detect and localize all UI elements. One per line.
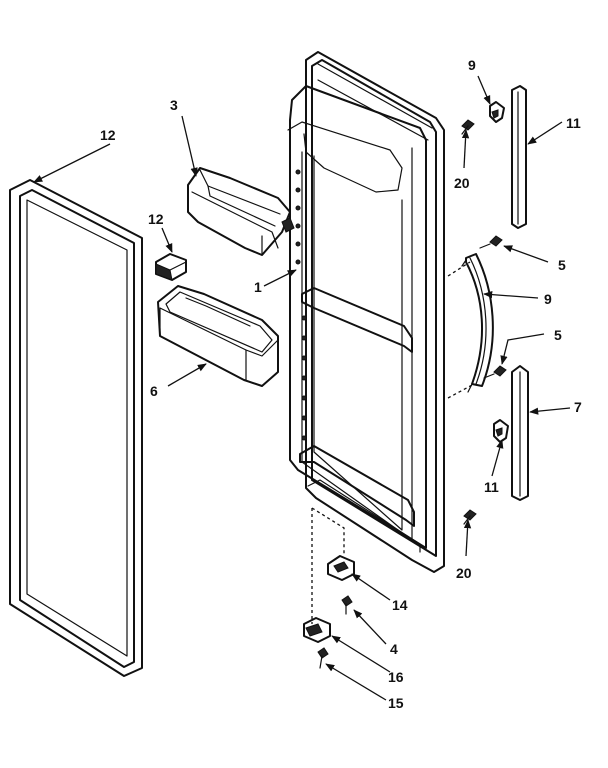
callout-8: 12 [100,127,116,143]
callout-3: 3 [170,97,178,113]
callout-5-lower: 5 [554,327,562,343]
dairy-door [187,167,291,256]
callout-20-lower: 20 [456,565,472,581]
handle-screw-lower [483,365,507,379]
callout-1: 1 [254,279,262,295]
callouts: 12 3 12 6 1 9 11 20 5 9 5 7 11 20 14 4 1… [100,57,582,711]
lower-stop [493,419,509,443]
screw-lower [463,509,477,525]
upper-stop [489,101,505,123]
lower-hinge-screw [317,647,329,669]
callout-5-upper: 5 [558,257,566,273]
hinge-bushing [327,555,355,581]
callout-6: 6 [150,383,158,399]
callout-16: 16 [388,669,404,685]
shelf-holes [295,169,307,441]
lower-trim [511,365,529,501]
callout-13: 11 [566,115,581,131]
callout-7: 7 [574,399,582,415]
screw-upper [461,119,475,135]
callout-20-upper: 20 [454,175,470,191]
callout-9: 9 [544,291,552,307]
callout-12: 12 [148,211,164,227]
bin-clip [155,253,187,281]
assembly-lines [311,261,475,624]
callout-11-upper: 9 [468,57,476,73]
door-handle [461,253,494,393]
callout-11-lower: 11 [484,479,499,495]
door-bin [157,285,279,387]
hinge-screw [341,595,353,615]
door-panel [281,51,445,573]
door-gasket [9,179,143,677]
upper-trim [511,85,527,229]
handle-screw-upper [479,235,503,249]
callout-4: 4 [390,641,398,657]
callout-14: 14 [392,597,408,613]
callout-15: 15 [388,695,404,711]
lower-hinge [303,617,331,643]
leader-lines [33,75,571,701]
